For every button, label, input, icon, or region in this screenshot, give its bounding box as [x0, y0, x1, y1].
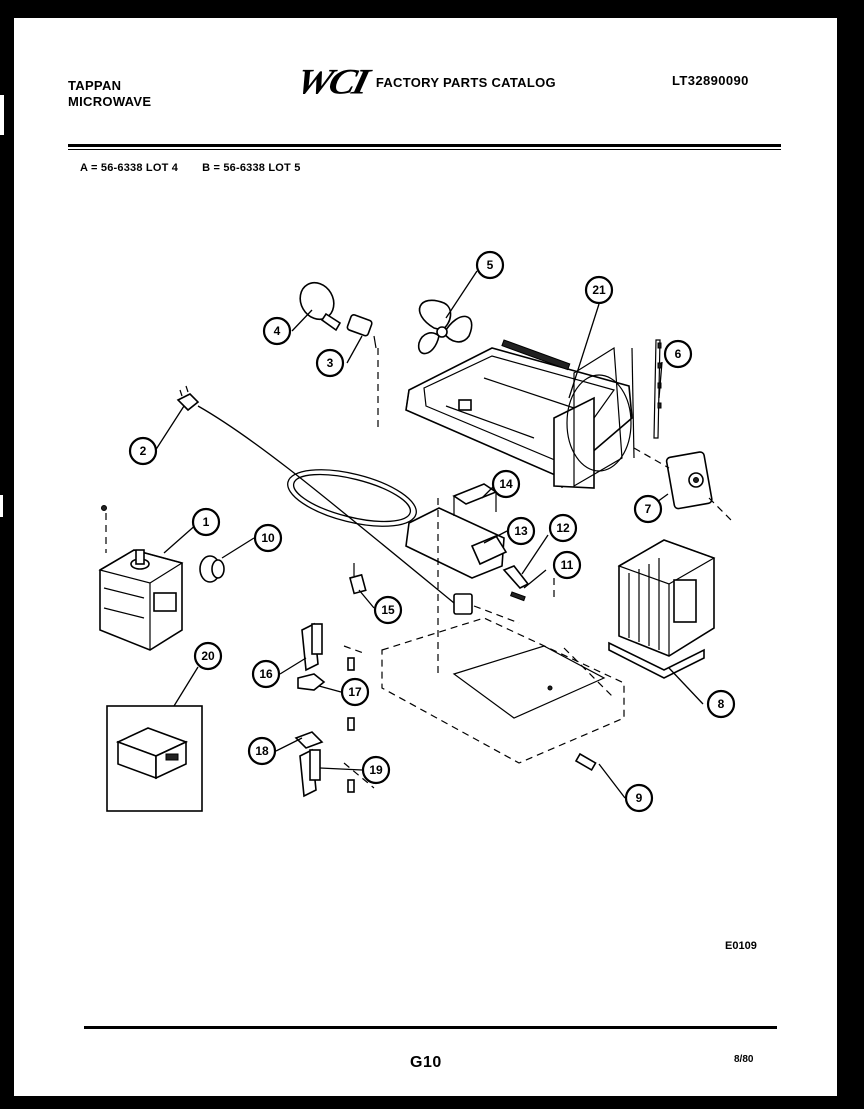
- svg-text:4: 4: [274, 324, 281, 338]
- mounting-screw: [574, 752, 597, 772]
- callout-12: 12: [548, 513, 578, 543]
- catalog-heading: WCI FACTORY PARTS CATALOG: [292, 61, 556, 102]
- fan-blade: [417, 299, 473, 355]
- callout-1: 1: [191, 507, 221, 537]
- header-rule: [68, 144, 781, 147]
- control-panel-box: [106, 705, 203, 812]
- lot-legend: A = 56-6338 LOT 4 B = 56-6338 LOT 5: [80, 162, 301, 174]
- page-number: G10: [410, 1054, 442, 1071]
- svg-text:15: 15: [381, 603, 395, 617]
- callout-13: 13: [506, 516, 536, 546]
- callout-3: 3: [315, 348, 345, 378]
- svg-text:7: 7: [645, 502, 652, 516]
- callout-14: 14: [491, 469, 521, 499]
- svg-text:20: 20: [201, 649, 215, 663]
- svg-text:9: 9: [636, 791, 643, 805]
- leader-lines: [154, 270, 704, 799]
- catalog-date: 8/80: [734, 1054, 754, 1065]
- callout-11: 11: [552, 550, 582, 580]
- svg-text:6: 6: [675, 347, 682, 361]
- callout-8: 8: [706, 689, 736, 719]
- svg-text:12: 12: [556, 521, 570, 535]
- timer-motor: [633, 447, 735, 524]
- svg-text:18: 18: [255, 744, 269, 758]
- svg-text:14: 14: [499, 477, 513, 491]
- callout-6: 6: [663, 339, 693, 369]
- callout-20: 20: [193, 641, 223, 671]
- brand-block: TAPPAN MICROWAVE: [68, 78, 151, 110]
- base-plate: [381, 498, 625, 764]
- latch-switch: [349, 563, 367, 595]
- capacitor: [405, 483, 508, 579]
- fuse: [509, 591, 526, 602]
- svg-text:3: 3: [327, 356, 334, 370]
- svg-text:17: 17: [348, 685, 362, 699]
- lot-a: A = 56-6338 LOT 4: [80, 162, 179, 174]
- callout-15: 15: [373, 595, 403, 625]
- cord-terminal: [453, 593, 520, 624]
- callout-4: 4: [262, 316, 292, 346]
- svg-text:11: 11: [561, 558, 574, 572]
- transformer: [608, 539, 716, 679]
- svg-text:8: 8: [718, 697, 725, 711]
- scan-margin-mark: [0, 95, 4, 135]
- svg-text:1: 1: [203, 515, 210, 529]
- support-strap: [653, 339, 661, 439]
- svg-text:19: 19: [369, 763, 383, 777]
- power-cord: [176, 385, 455, 604]
- callout-5: 5: [475, 250, 505, 280]
- svg-text:2: 2: [140, 444, 147, 458]
- catalog-title: FACTORY PARTS CATALOG: [375, 74, 556, 90]
- svg-text:5: 5: [487, 258, 494, 272]
- callout-16: 16: [251, 659, 281, 689]
- svg-text:16: 16: [259, 667, 273, 681]
- brand-line-1: TAPPAN: [68, 78, 122, 93]
- lamp-bulb: [299, 281, 342, 332]
- callout-18: 18: [247, 736, 277, 766]
- scan-margin-mark: [0, 495, 3, 517]
- model-number: LT32890090: [672, 73, 749, 88]
- footer-rule: [84, 1026, 777, 1029]
- callout-21: 21: [584, 275, 614, 305]
- callout-19: 19: [361, 755, 391, 785]
- antenna-cap: [199, 555, 225, 583]
- catalog-page: TAPPAN MICROWAVE WCI FACTORY PARTS CATAL…: [14, 18, 840, 1096]
- exploded-parts-diagram: 1 2 3 4 5 6 7 8 9 10 11: [98, 250, 736, 813]
- callout-9: 9: [624, 783, 654, 813]
- chassis-frame: [405, 339, 635, 489]
- lot-b: B = 56-6338 LOT 5: [202, 162, 301, 174]
- diagram-code: E0109: [725, 940, 757, 952]
- lamp-socket: [346, 314, 379, 428]
- callout-17: 17: [340, 677, 370, 707]
- svg-text:21: 21: [592, 283, 606, 297]
- callout-10: 10: [253, 523, 283, 553]
- magnetron: [98, 505, 184, 651]
- callout-2: 2: [128, 436, 158, 466]
- svg-text:13: 13: [514, 524, 528, 538]
- svg-text:10: 10: [261, 531, 275, 545]
- callout-7: 7: [633, 494, 663, 524]
- header-rule-thin: [68, 149, 781, 150]
- brand-line-2: MICROWAVE: [68, 94, 152, 109]
